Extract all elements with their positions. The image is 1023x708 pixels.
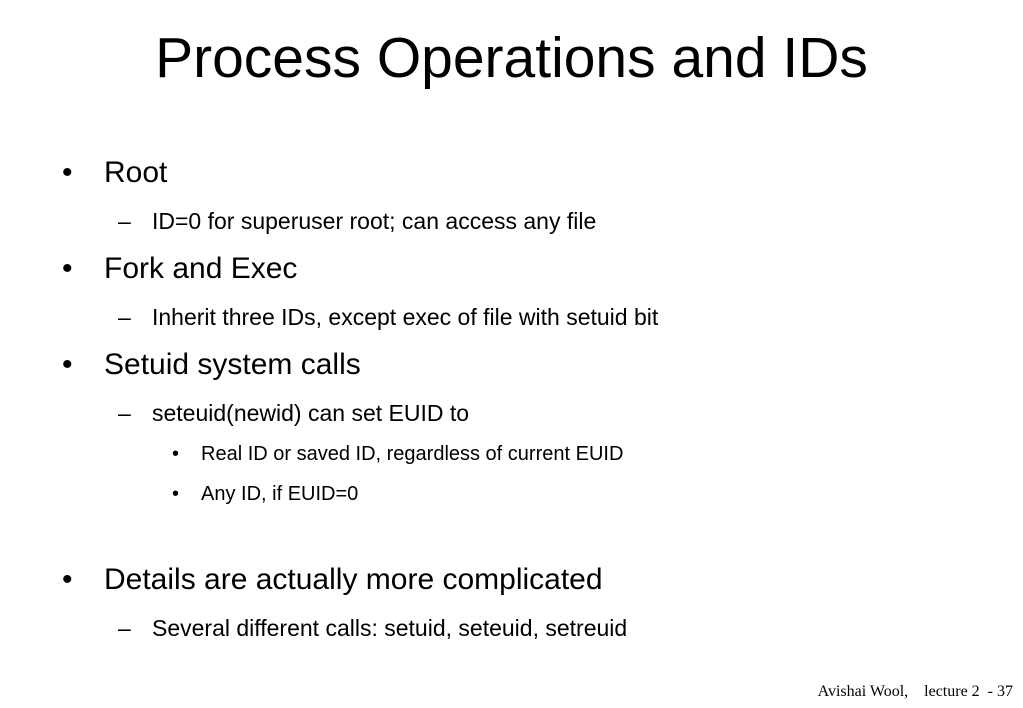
footer-lecture: lecture 2 [924,683,980,700]
sub-item-text: Inherit three IDs, except exec of file w… [152,304,659,330]
footer-page-number: - 37 [987,683,1013,700]
small-bullet-dot-icon: • [172,443,180,465]
sub-item-text: Several different calls: setuid, seteuid… [152,615,628,641]
footer-author: Avishai Wool, [817,683,909,700]
sub-sub-item-any-id: • Any ID, if EUID=0 [172,482,358,506]
sub-item-seteuid: – seteuid(newid) can set EUID to [118,399,469,427]
bullet-dot-icon: • [62,348,73,381]
bullet-item-root: • Root [62,155,167,191]
sub-item-inherit: – Inherit three IDs, except exec of file… [118,303,658,331]
sub-item-several-calls: – Several different calls: setuid, seteu… [118,614,627,642]
sub-sub-item-text: Any ID, if EUID=0 [201,483,359,505]
bullet-text: Fork and Exec [104,252,298,285]
bullet-text: Details are actually more complicated [104,563,603,596]
sub-sub-item-real-id: • Real ID or saved ID, regardless of cur… [172,442,623,466]
bullet-item-details: • Details are actually more complicated [62,562,603,598]
small-bullet-dot-icon: • [172,483,180,505]
bullet-text: Root [104,156,168,189]
bullet-item-setuid: • Setuid system calls [62,347,361,383]
bullet-dot-icon: • [62,563,73,596]
bullet-item-fork-exec: • Fork and Exec [62,251,297,287]
sub-item-text: ID=0 for superuser root; can access any … [152,208,597,234]
sub-sub-item-text: Real ID or saved ID, regardless of curre… [201,443,624,465]
dash-bullet-icon: – [118,304,131,330]
slide-footer: Avishai Wool, lecture 2 - 37 [818,682,1013,702]
dash-bullet-icon: – [118,400,131,426]
sub-item-text: seteuid(newid) can set EUID to [152,400,470,426]
slide-title: Process Operations and IDs [155,26,868,90]
bullet-text: Setuid system calls [104,348,361,381]
bullet-dot-icon: • [62,252,73,285]
dash-bullet-icon: – [118,615,131,641]
dash-bullet-icon: – [118,208,131,234]
sub-item-superuser: – ID=0 for superuser root; can access an… [118,207,596,235]
bullet-dot-icon: • [62,156,73,189]
